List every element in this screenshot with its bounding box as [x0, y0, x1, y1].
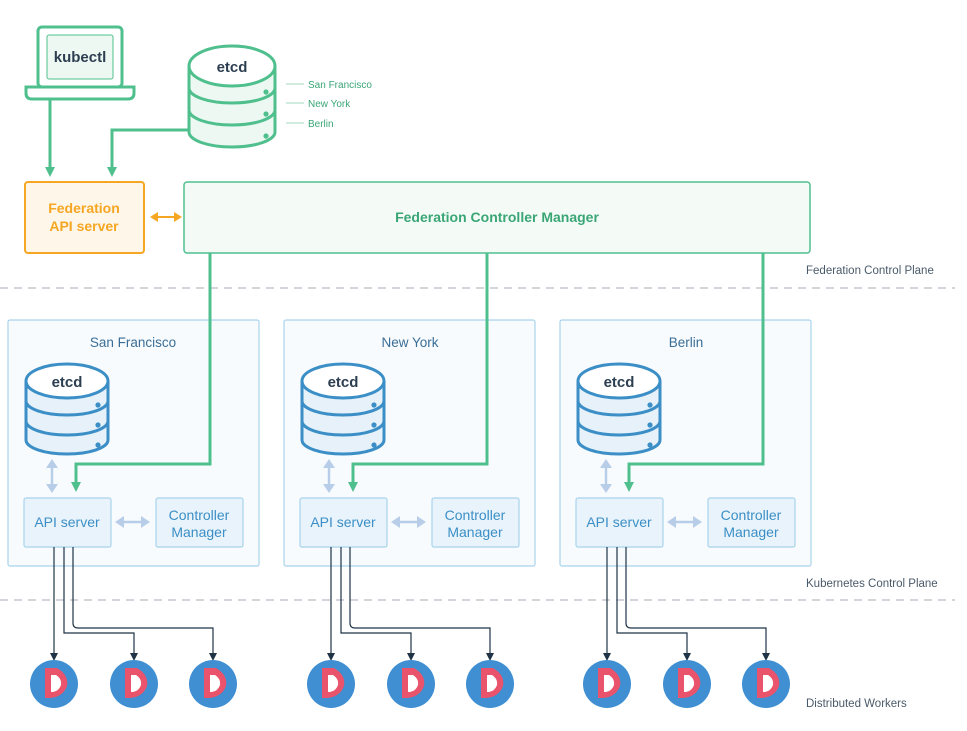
- etcd-api-double-arrow: [323, 459, 335, 493]
- cluster-controller-manager: Controller Manager: [707, 497, 796, 548]
- cluster-controller-manager: Controller Manager: [431, 497, 520, 548]
- federation-control-plane-label: Federation Control Plane: [806, 265, 934, 277]
- berlin-worker-connectors: [603, 547, 770, 661]
- cluster-controller-manager: Controller Manager: [155, 497, 244, 548]
- cluster-api-server: API server: [575, 497, 664, 548]
- federation-controller-manager-label: Federation Controller Manager: [395, 209, 599, 225]
- cluster-etcd-icon: etcd: [576, 362, 662, 456]
- fcm-to-ny-api-arrow: [348, 253, 489, 492]
- distributed-workers-label: Distributed Workers: [806, 698, 907, 710]
- api-cm-double-arrow: [391, 516, 426, 528]
- federation-etcd-icon: etcd: [187, 44, 277, 149]
- federation-api-server-line2: API server: [49, 218, 119, 234]
- etcd-to-api-arrow: [107, 128, 189, 177]
- ny-worker-connectors: [327, 547, 494, 661]
- api-server-label: API server: [310, 514, 376, 530]
- cm-label-line1: Controller: [445, 507, 506, 523]
- etcd-api-double-arrow: [600, 459, 612, 493]
- cluster-etcd-icon: etcd: [24, 362, 110, 456]
- cm-label-line2: Manager: [447, 524, 503, 540]
- worker-node-icon: [466, 660, 514, 708]
- kubernetes-control-plane-label: Kubernetes Control Plane: [806, 578, 938, 590]
- worker-node-icon: [387, 660, 435, 708]
- etcd-api-double-arrow: [46, 459, 58, 493]
- federation-etcd-label: etcd: [217, 59, 248, 76]
- api-server-label: API server: [586, 514, 652, 530]
- replica-label-berlin: Berlin: [308, 119, 334, 130]
- federation-controller-manager: Federation Controller Manager: [183, 181, 811, 254]
- cluster-etcd-label: etcd: [52, 374, 83, 391]
- cluster-name: New York: [381, 335, 438, 350]
- kubectl-label: kubectl: [54, 49, 107, 66]
- cluster-etcd-icon: etcd: [300, 362, 386, 456]
- cm-label-line2: Manager: [723, 524, 779, 540]
- cluster-etcd-label: etcd: [328, 374, 359, 391]
- federation-api-server-line1: Federation: [48, 200, 120, 216]
- federation-api-server: Federation API server: [24, 181, 145, 254]
- cluster-name: Berlin: [669, 335, 704, 350]
- worker-node-icon: [663, 660, 711, 708]
- worker-node-icon: [742, 660, 790, 708]
- replica-label-san-francisco: San Francisco: [308, 80, 372, 91]
- fcm-to-sf-api-arrow: [71, 253, 212, 492]
- cm-label-line2: Manager: [171, 524, 227, 540]
- cluster-name: San Francisco: [90, 335, 176, 350]
- api-cm-double-arrow: [667, 516, 702, 528]
- cluster-berlin: Berlin etcd API server Controlle: [559, 319, 812, 567]
- worker-node-icon: [110, 660, 158, 708]
- replica-label-new-york: New York: [308, 99, 351, 110]
- cluster-api-server: API server: [23, 497, 112, 548]
- worker-node-icon: [307, 660, 355, 708]
- api-to-controller-double-arrow: [150, 212, 182, 222]
- api-server-label: API server: [34, 514, 100, 530]
- cluster-new-york: New York etcd API server Control: [283, 319, 536, 567]
- api-cm-double-arrow: [115, 516, 150, 528]
- cluster-api-server: API server: [299, 497, 388, 548]
- cm-label-line1: Controller: [169, 507, 230, 523]
- kubectl-laptop-icon: kubectl: [24, 25, 136, 101]
- cluster-san-francisco: San Francisco etcd API server Co: [7, 319, 260, 567]
- cluster-etcd-label: etcd: [604, 374, 635, 391]
- sf-worker-connectors: [50, 547, 217, 661]
- worker-node-icon: [583, 660, 631, 708]
- etcd-replica-list: San Francisco New York Berlin: [286, 80, 372, 130]
- worker-node-icon: [189, 660, 237, 708]
- worker-node-icon: [30, 660, 78, 708]
- worker-nodes: [30, 660, 790, 708]
- cm-label-line1: Controller: [721, 507, 782, 523]
- fcm-to-berlin-api-arrow: [624, 253, 765, 492]
